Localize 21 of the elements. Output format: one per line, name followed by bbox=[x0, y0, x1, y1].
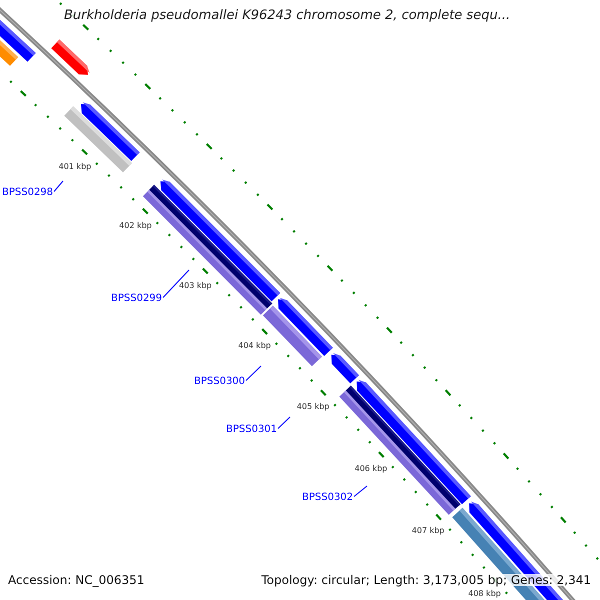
scale-label: 405 kbp bbox=[296, 403, 330, 412]
leader-line bbox=[278, 416, 290, 429]
leader-line bbox=[354, 486, 368, 497]
gene-label: BPSS0298 bbox=[2, 188, 54, 198]
leader-line bbox=[162, 270, 190, 298]
gene-label: BPSS0301 bbox=[226, 425, 278, 435]
scale-label: 406 kbp bbox=[354, 464, 388, 473]
leader-line bbox=[246, 366, 262, 381]
gene-label: BPSS0302 bbox=[302, 493, 354, 503]
accession-text: Accession: NC_006351 bbox=[8, 574, 144, 586]
gene-label: BPSS0299 bbox=[111, 294, 162, 304]
scale-label: 404 kbp bbox=[238, 342, 271, 350]
title: Burkholderia pseudomallei K96243 chromosome 2, complete sequ... bbox=[64, 8, 510, 24]
gene-label: BPSS0300 bbox=[194, 377, 246, 387]
leader-line bbox=[54, 180, 64, 192]
genome-summary-text: Topology: circular; Length: 3,173,005 bp; Genes: 2,341 bbox=[261, 574, 591, 586]
scale-label: 403 kbp bbox=[179, 282, 212, 290]
scale-label: 402 kbp bbox=[119, 222, 152, 230]
scale-label: 408 kbp bbox=[468, 590, 501, 598]
scale-label: 401 kbp bbox=[58, 162, 92, 171]
scale-label: 407 kbp bbox=[412, 527, 444, 536]
